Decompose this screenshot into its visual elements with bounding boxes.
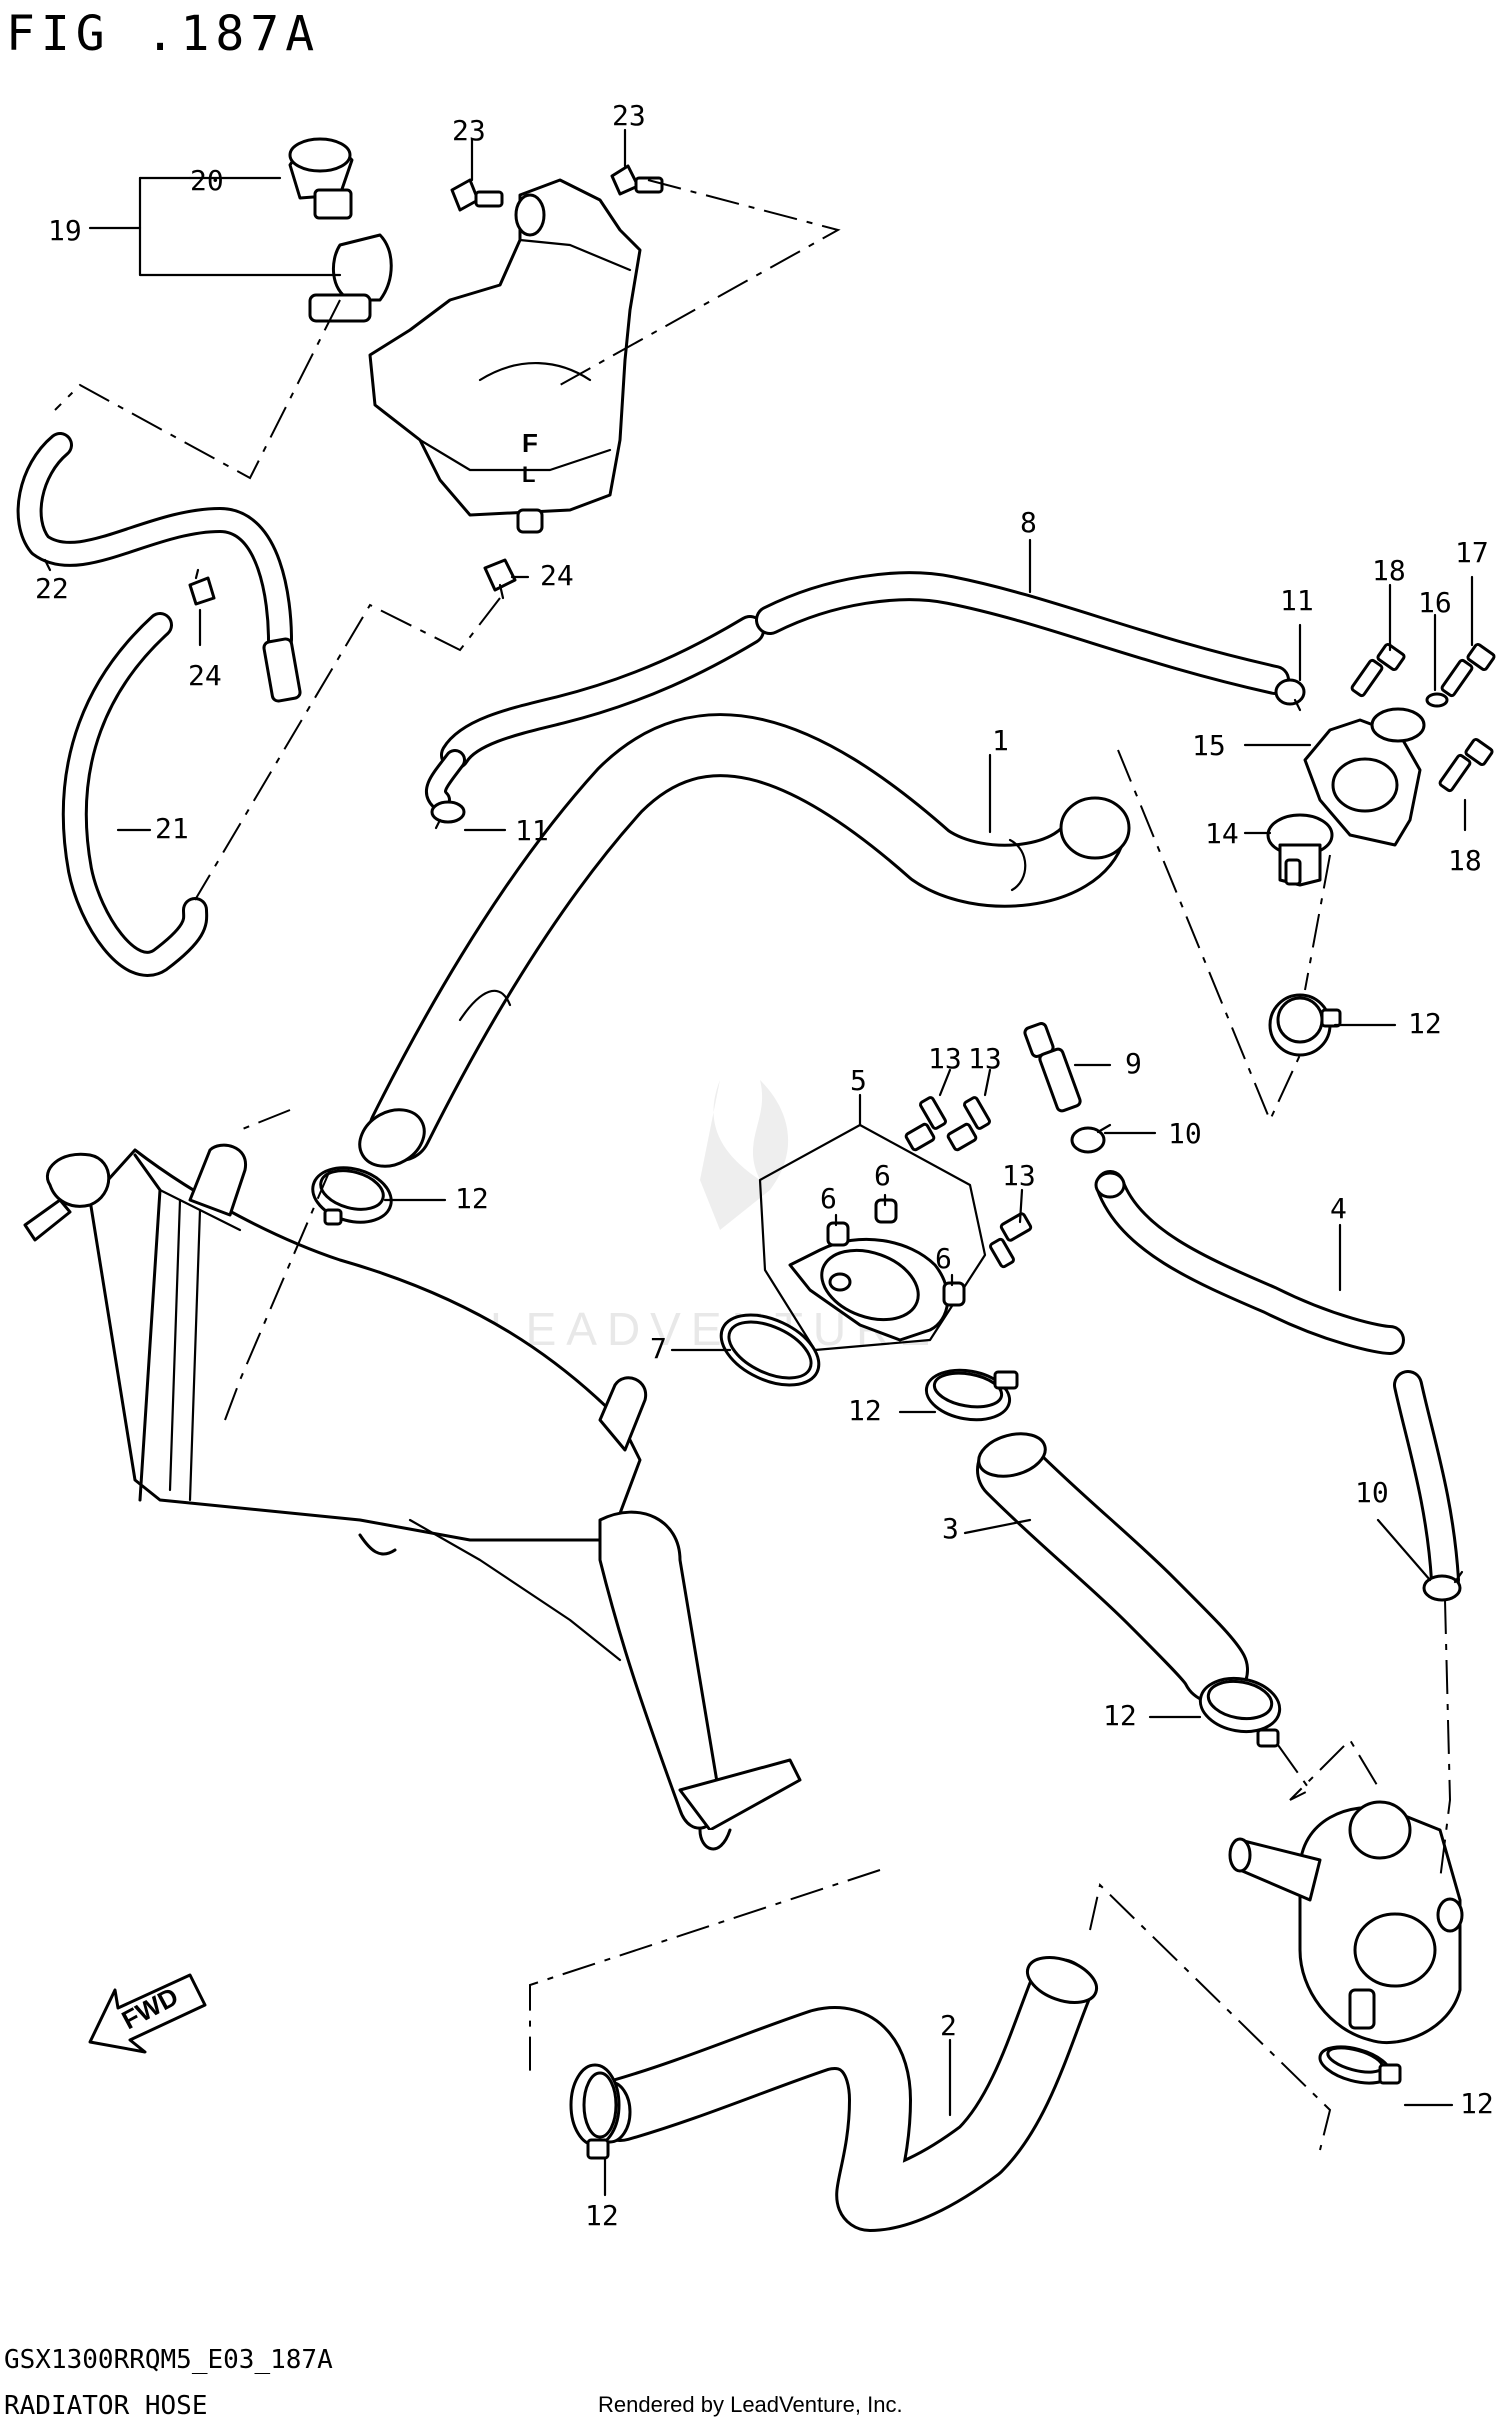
callout-12-b: 12 <box>848 1394 882 1427</box>
hose-21[interactable] <box>61 612 209 977</box>
thermostat-housing[interactable] <box>788 1237 950 1342</box>
callout-10-b: 10 <box>1355 1476 1389 1509</box>
callout-21: 21 <box>155 812 189 845</box>
clamp-12-radiator[interactable] <box>307 1160 398 1231</box>
callout-labels: 1 2 3 4 5 6 6 6 7 8 9 10 10 11 11 12 12 … <box>35 99 1494 2232</box>
callout-3: 3 <box>942 1512 959 1545</box>
hose-3[interactable] <box>974 1427 1249 1704</box>
callout-13-c: 13 <box>1002 1159 1036 1192</box>
hose-8[interactable] <box>425 571 1290 811</box>
thermostat-14[interactable] <box>1266 813 1334 887</box>
callout-9: 9 <box>1125 1047 1142 1080</box>
callout-5: 5 <box>850 1064 867 1097</box>
callout-13-b: 13 <box>968 1042 1002 1075</box>
level-mark-f: F <box>522 428 538 458</box>
rendered-by: Rendered by LeadVenture, Inc. <box>598 2392 903 2417</box>
hose-1[interactable] <box>350 713 1131 1177</box>
callout-4: 4 <box>1330 1192 1347 1225</box>
callout-12-a: 12 <box>455 1182 489 1215</box>
bolt-17[interactable] <box>1440 642 1496 698</box>
callout-8: 8 <box>1020 506 1037 539</box>
grommet-6-3[interactable] <box>942 1281 966 1307</box>
hose-22[interactable] <box>16 432 302 703</box>
clamp-12-hose2[interactable] <box>569 2063 621 2160</box>
reservoir-cap[interactable] <box>288 137 354 220</box>
callout-7: 7 <box>650 1332 667 1365</box>
callout-20: 20 <box>190 164 224 197</box>
reservoir-tank[interactable]: F L <box>308 178 642 534</box>
water-pump[interactable] <box>1228 1800 1464 2045</box>
bolt-18-upper[interactable] <box>1350 642 1406 698</box>
callout-22: 22 <box>35 572 69 605</box>
callout-12-c: 12 <box>1408 1007 1442 1040</box>
hose-4[interactable] <box>1094 1170 1460 1595</box>
clamp-11-right[interactable] <box>1274 678 1306 712</box>
figure-name: RADIATOR HOSE <box>4 2391 208 2421</box>
callout-6-c: 6 <box>935 1242 952 1275</box>
callout-23-a: 23 <box>452 114 486 147</box>
clamp-24-tank[interactable] <box>483 558 517 600</box>
clamp-12-hose3-upper[interactable] <box>922 1364 1019 1426</box>
callout-10-a: 10 <box>1168 1117 1202 1150</box>
o-ring-7[interactable] <box>710 1301 830 1399</box>
clamp-10-upper[interactable] <box>1070 1123 1112 1154</box>
callout-12-e: 12 <box>1460 2087 1494 2120</box>
grommet-6-1[interactable] <box>826 1221 850 1247</box>
washer-16[interactable] <box>1425 692 1449 708</box>
clamp-11-left[interactable] <box>430 800 466 830</box>
connection-lines <box>54 179 1452 2151</box>
callout-12-f: 12 <box>585 2199 619 2232</box>
fitting-9[interactable] <box>1023 1022 1082 1113</box>
screw-23-left[interactable] <box>450 178 504 212</box>
callout-11-b: 11 <box>1280 584 1314 617</box>
screw-23-right[interactable] <box>610 164 664 196</box>
callout-18-a: 18 <box>1372 554 1406 587</box>
leader-lines <box>43 128 1474 2197</box>
figure-title: FIG .187A <box>6 6 320 62</box>
callout-13-a: 13 <box>928 1042 962 1075</box>
fwd-arrow: FWD <box>88 1973 207 2054</box>
thermostat-cover-15[interactable] <box>1303 707 1426 847</box>
callout-14: 14 <box>1205 817 1239 850</box>
callout-6-a: 6 <box>820 1182 837 1215</box>
callout-1: 1 <box>992 724 1009 757</box>
callout-2: 2 <box>940 2009 957 2042</box>
callout-6-b: 6 <box>874 1159 891 1192</box>
callout-17: 17 <box>1455 536 1489 569</box>
figure-code: GSX1300RRQM5_E03_187A <box>4 2345 333 2375</box>
callout-18-b: 18 <box>1448 844 1482 877</box>
callout-16: 16 <box>1418 586 1452 619</box>
bolt-13-a[interactable] <box>904 1096 947 1152</box>
bolt-13-c[interactable] <box>989 1212 1033 1269</box>
bolt-13-b[interactable] <box>946 1096 991 1152</box>
callout-11-a: 11 <box>515 814 549 847</box>
clamp-12-thermostat[interactable] <box>1268 993 1342 1057</box>
callout-15: 15 <box>1192 729 1226 762</box>
bolt-18-lower[interactable] <box>1438 737 1494 793</box>
callout-24-a: 24 <box>540 559 574 592</box>
clamp-12-hose3-lower[interactable] <box>1196 1672 1284 1748</box>
callout-23-b: 23 <box>612 99 646 132</box>
level-mark-l: L <box>522 462 535 487</box>
callout-24-b: 24 <box>188 659 222 692</box>
clamp-12-pump[interactable] <box>1316 2040 1402 2090</box>
clamp-10-lower[interactable] <box>1422 1570 1464 1602</box>
callout-12-d: 12 <box>1103 1699 1137 1732</box>
clamp-24-hose[interactable] <box>188 568 216 606</box>
hose-2[interactable] <box>588 1949 1103 2232</box>
radiator[interactable] <box>23 1143 802 1851</box>
callout-19: 19 <box>48 214 82 247</box>
